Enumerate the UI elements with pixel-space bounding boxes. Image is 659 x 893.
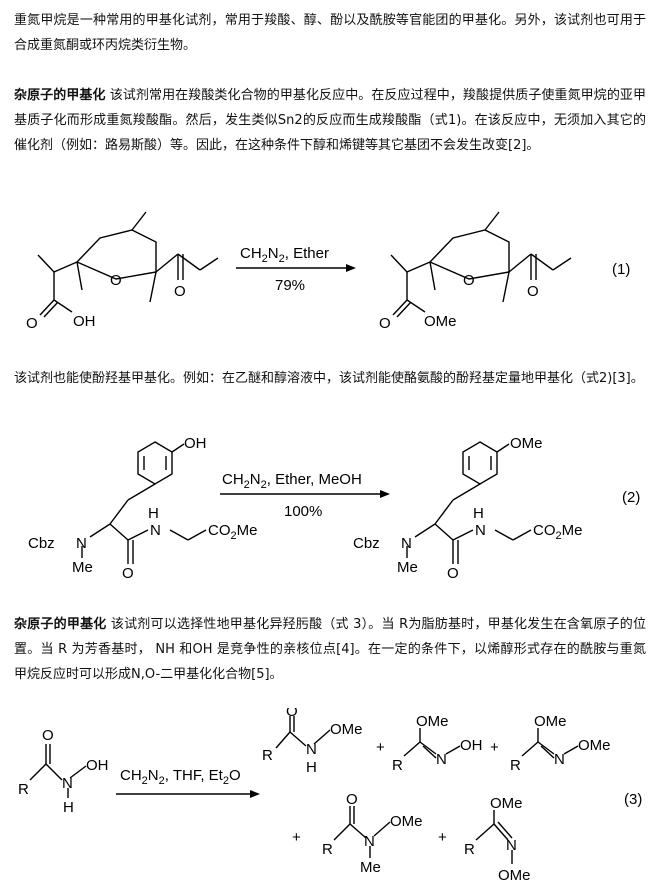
reactant-3: R O N H OH — [18, 727, 109, 816]
product-a-h-label: H — [306, 759, 317, 776]
product-d-me-label: Me — [360, 859, 381, 876]
product-e-n-label: N — [506, 837, 517, 854]
intro-text: 重氮甲烷是一种常用的甲基化试剂，常用于羧酸、醇、酚以及酰胺等官能团的甲基化。另外… — [14, 13, 646, 53]
paragraph-body: 该试剂也能使酚羟基甲基化。例如：在乙醚和醇溶液中，该试剂能使酪氨酸的酚羟基定量地… — [14, 371, 644, 386]
r-group-label: R — [18, 781, 29, 798]
n-methyl-label: Me — [72, 559, 93, 576]
reactant-1: O O O OH — [26, 211, 219, 332]
product-d-n-label: N — [364, 833, 375, 850]
product-n-methyl-label: Me — [397, 559, 418, 576]
amine-n-label: N — [76, 535, 87, 552]
hydroxyl-label: OH — [73, 313, 96, 330]
amide-h-label: H — [148, 505, 159, 522]
n-h-label: H — [63, 799, 74, 816]
reagent-label-2: CH2N2, Ether, MeOH — [222, 471, 362, 491]
product-a-ome-label: OMe — [330, 721, 363, 738]
phenol-methylation-paragraph: 该试剂也能使酚羟基甲基化。例如：在乙醚和醇溶液中，该试剂能使酪氨酸的酚羟基定量地… — [14, 366, 646, 391]
reagent-label-3: CH2N2, THF, Et2O — [120, 767, 241, 787]
product-amide-o-label: O — [447, 565, 459, 582]
product-3a: R O N H OMe — [262, 708, 363, 776]
hydroxamic-methylation-paragraph: 杂原子的甲基化 该试剂可以选择性地甲基化异羟肟酸（式 3）。当 R为脂肪基时，甲… — [14, 612, 646, 687]
product-carbonyl-oxygen-label: O — [379, 315, 391, 332]
product-amide-h-label: H — [473, 505, 484, 522]
reactant-2: OH Cbz N Me N H O CO2Me — [28, 435, 257, 582]
methoxy-label: OMe — [424, 313, 457, 330]
product-b-ome-label: OMe — [416, 713, 449, 730]
carbonyl-o-label: O — [42, 727, 54, 744]
product-b-n-label: N — [436, 751, 447, 768]
equation-number-2: (2) — [622, 489, 640, 506]
product-2: OMe Cbz N Me N H O CO2Me — [353, 435, 582, 582]
amide-n-label: N — [150, 522, 161, 539]
equation-number-3: (3) — [624, 791, 642, 808]
product-d-r-label: R — [322, 841, 333, 858]
equation-number-1: (1) — [612, 261, 630, 278]
product-c-n-label: N — [554, 751, 565, 768]
ester-label: CO2Me — [208, 522, 257, 542]
product-cbz-label: Cbz — [353, 535, 380, 552]
product-e-ome-label: OMe — [490, 795, 523, 812]
section-heading: 杂原子的甲基化 — [14, 617, 107, 632]
product-3d: R O N OMe Me — [322, 791, 423, 876]
product-ketone-oxygen-label: O — [527, 283, 539, 300]
plus-sign-2: + — [490, 739, 499, 756]
reaction-arrow-1: CH2N2, Ether 79% — [236, 245, 356, 294]
paragraph-body: 该试剂可以选择性地甲基化异羟肟酸（式 3）。当 R为脂肪基时，甲基化发生在含氧原… — [14, 617, 646, 682]
product-c-ome2-label: OMe — [578, 737, 611, 754]
product-c-r-label: R — [510, 757, 521, 774]
product-b-oh-label: OH — [460, 737, 483, 754]
amide-o-label: O — [122, 565, 134, 582]
product-3b: R OMe N OH — [392, 713, 483, 774]
paragraph-body: 该试剂常用在羧酸类化合物的甲基化反应中。在反应过程中，羧酸提供质子使重氮甲烷的亚… — [14, 88, 646, 153]
reaction-scheme-1: O O O OH CH2N2, Ether 79% — [26, 211, 630, 332]
product-1: O O O OMe — [379, 211, 572, 332]
product-e-r-label: R — [464, 841, 475, 858]
ring-oxygen-label: O — [110, 272, 122, 289]
plus-sign-1: + — [376, 739, 385, 756]
product-c-ome-label: OMe — [534, 713, 567, 730]
n-label: N — [62, 775, 73, 792]
ketone-oxygen-label: O — [174, 283, 186, 300]
reaction-arrow-2: CH2N2, Ether, MeOH 100% — [220, 471, 390, 520]
product-3c: R OMe N OMe — [510, 713, 611, 774]
plus-sign-3: + — [292, 829, 301, 846]
product-b-r-label: R — [392, 757, 403, 774]
product-d-o-label: O — [346, 791, 358, 808]
reaction-scheme-2: OH Cbz N Me N H O CO2Me CH2N2, Ether, Me… — [28, 435, 640, 582]
plus-sign-4: + — [438, 829, 447, 846]
cbz-label: Cbz — [28, 535, 55, 552]
heteroatom-methylation-paragraph: 杂原子的甲基化 该试剂常用在羧酸类化合物的甲基化反应中。在反应过程中，羧酸提供质… — [14, 83, 646, 158]
product-methoxy-label: OMe — [510, 435, 543, 452]
carbonyl-oxygen-label: O — [26, 315, 38, 332]
phenol-oh-label: OH — [184, 435, 207, 452]
product-amine-n-label: N — [401, 535, 412, 552]
product-a-r-label: R — [262, 747, 273, 764]
reaction-arrow-3: CH2N2, THF, Et2O — [116, 767, 260, 798]
product-a-n-label: N — [306, 741, 317, 758]
reaction-scheme-3: R O N H OH CH2N2, THF, Et2O R O N H OMe … — [18, 708, 642, 884]
product-e-ome2-label: OMe — [498, 867, 531, 884]
product-ring-oxygen-label: O — [463, 272, 475, 289]
oh-label: OH — [86, 757, 109, 774]
product-d-ome-label: OMe — [390, 813, 423, 830]
product-ester-label: CO2Me — [533, 522, 582, 542]
section-heading: 杂原子的甲基化 — [14, 88, 106, 103]
intro-paragraph: 重氮甲烷是一种常用的甲基化试剂，常用于羧酸、醇、酚以及酰胺等官能团的甲基化。另外… — [14, 8, 646, 58]
product-3e: R OMe N OMe — [464, 795, 531, 884]
yield-label-1: 79% — [275, 277, 305, 294]
yield-label-2: 100% — [284, 503, 322, 520]
product-a-o-label: O — [286, 708, 298, 720]
reagent-label-1: CH2N2, Ether — [240, 245, 329, 265]
product-amide-n-label: N — [475, 522, 486, 539]
